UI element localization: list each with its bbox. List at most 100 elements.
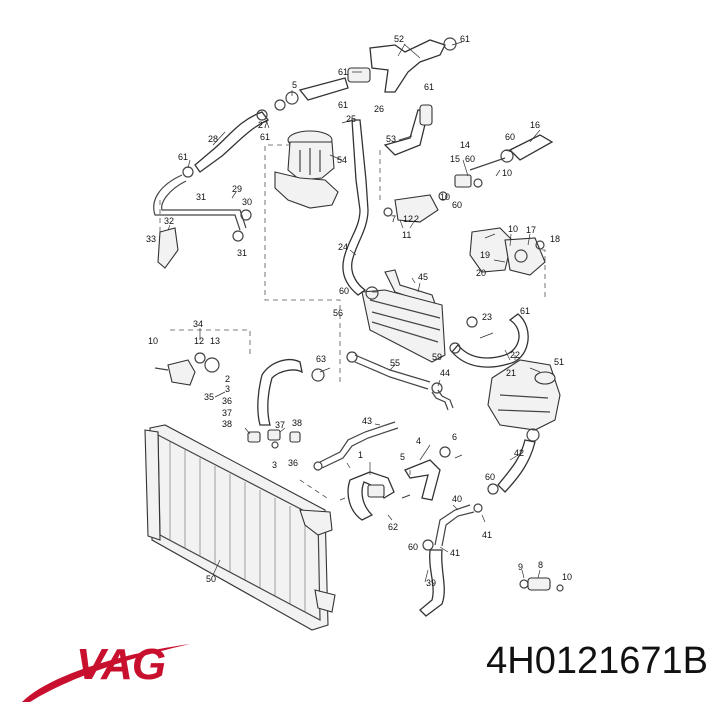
callout-labels: 52 61 61 61 5 61 26 27 25 61 28 53 54 14…	[146, 34, 572, 588]
callout-21: 21	[506, 368, 516, 378]
callout-4: 4	[416, 436, 421, 446]
callout-17: 17	[526, 225, 536, 235]
sensor-assembly-14	[454, 157, 506, 188]
callout-10: 10	[508, 224, 518, 234]
radiator-fins	[169, 442, 306, 612]
callout-27: 27	[258, 120, 268, 130]
callout-25: 25	[346, 114, 356, 124]
flange-34	[154, 352, 220, 386]
callout-51: 51	[554, 357, 564, 367]
assembly-guide-lines	[159, 144, 546, 501]
callout-1: 1	[358, 450, 363, 460]
coolant-pipe-53	[383, 104, 433, 156]
coolant-hose-28	[182, 109, 270, 178]
expansion-tank	[487, 359, 561, 442]
callout-23: 23	[482, 312, 492, 322]
callout-61: 61	[338, 100, 348, 110]
callout-15: 15	[450, 154, 460, 164]
callout-61: 61	[424, 82, 434, 92]
callout-61: 61	[338, 67, 348, 77]
callout-12: 12	[194, 336, 204, 346]
callout-60: 60	[408, 542, 418, 552]
callout-37: 37	[275, 420, 285, 430]
callout-2: 2	[414, 214, 419, 224]
callout-43: 43	[362, 416, 372, 426]
callout-29: 29	[232, 184, 242, 194]
callout-60: 60	[505, 132, 515, 142]
callout-10: 10	[562, 572, 572, 582]
callout-41: 41	[482, 530, 492, 540]
callout-3: 3	[272, 460, 277, 470]
part-number: 4H0121671B	[486, 640, 708, 682]
callout-3: 3	[225, 384, 230, 394]
callout-26: 26	[374, 104, 384, 114]
callout-54: 54	[337, 155, 347, 165]
coolant-pipe-40	[434, 503, 483, 547]
callout-60: 60	[452, 200, 462, 210]
coolant-hose-39	[419, 539, 445, 617]
callout-24: 24	[338, 242, 348, 252]
callout-39: 39	[426, 578, 436, 588]
callout-9: 9	[518, 562, 523, 572]
callout-61: 61	[260, 132, 270, 142]
callout-45: 45	[418, 272, 428, 282]
callout-56: 56	[333, 308, 343, 318]
callout-10: 10	[440, 192, 450, 202]
callout-12: 12	[403, 214, 413, 224]
callout-59: 59	[432, 352, 442, 362]
callout-18: 18	[550, 234, 560, 244]
brand-name: VAG	[76, 640, 166, 689]
coolant-pipe-upper	[274, 37, 457, 111]
coolant-hose-42	[487, 439, 536, 495]
callout-60: 60	[339, 286, 349, 296]
callout-62: 62	[388, 522, 398, 532]
pump-assembly-19	[469, 227, 546, 276]
coolant-pipe-29	[153, 174, 252, 242]
callout-63: 63	[316, 354, 326, 364]
callout-19: 19	[480, 250, 490, 260]
coolant-hose-1	[347, 471, 395, 521]
callout-28: 28	[208, 134, 218, 144]
bracket-32	[157, 227, 179, 269]
callout-61: 61	[520, 306, 530, 316]
coolant-hose-24	[342, 119, 369, 296]
callout-35: 35	[204, 392, 214, 402]
coolant-pipe-44	[431, 389, 454, 411]
coolant-hose-35	[257, 359, 325, 426]
callout-38: 38	[292, 418, 302, 428]
callout-31: 31	[196, 192, 206, 202]
callout-10: 10	[502, 168, 512, 178]
coolant-hose-16	[500, 134, 554, 163]
leader-lines	[167, 41, 541, 583]
callout-2: 2	[225, 374, 230, 384]
callout-36: 36	[222, 396, 232, 406]
callout-55: 55	[390, 358, 400, 368]
callout-11: 11	[402, 230, 411, 240]
fittings-36-38	[247, 429, 301, 449]
thermostat-housing	[274, 130, 339, 209]
callout-42: 42	[514, 448, 524, 458]
callout-38: 38	[222, 419, 232, 429]
sensor-8	[519, 577, 564, 592]
callout-5: 5	[292, 80, 297, 90]
callout-22: 22	[510, 350, 520, 360]
callout-30: 30	[242, 197, 252, 207]
callout-5: 5	[400, 452, 405, 462]
callout-16: 16	[530, 120, 540, 130]
callout-40: 40	[452, 494, 462, 504]
callout-33: 33	[146, 234, 156, 244]
callout-61: 61	[178, 152, 188, 162]
callout-61: 61	[460, 34, 470, 44]
callout-10: 10	[148, 336, 158, 346]
coolant-hose-22	[449, 313, 529, 368]
callout-44: 44	[440, 368, 450, 378]
callout-36: 36	[288, 458, 298, 468]
callout-20: 20	[476, 268, 486, 278]
callout-6: 6	[452, 432, 457, 442]
coolant-pipe-43	[313, 421, 399, 471]
radiator	[144, 424, 336, 631]
callout-50: 50	[206, 574, 216, 584]
valve-assembly-11	[383, 191, 448, 223]
callout-14: 14	[460, 140, 470, 150]
callout-34: 34	[193, 319, 203, 329]
